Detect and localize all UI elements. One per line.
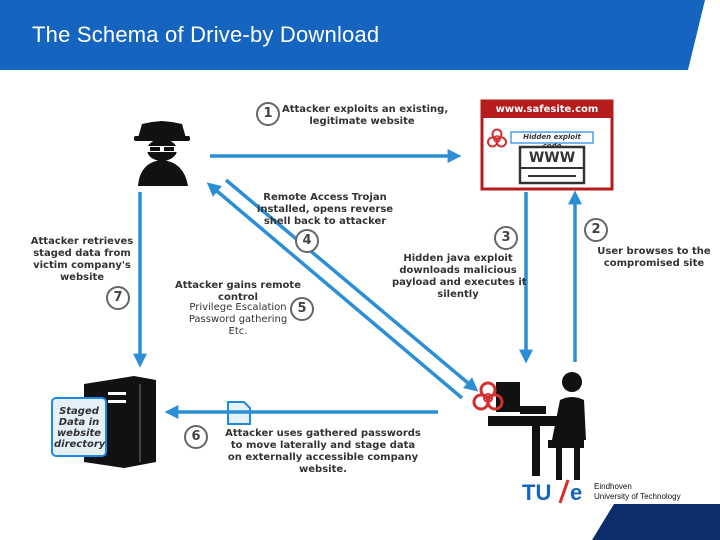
step-2-number: 2: [584, 218, 608, 242]
svg-text:e: e: [570, 480, 582, 505]
biohazard-icon: [487, 128, 507, 148]
step-1-number: 1: [256, 102, 280, 126]
step-1-text: Attacker exploits an existing, legitimat…: [282, 104, 449, 127]
logo-line-2: University of Technology: [594, 492, 681, 501]
www-text: WWW: [528, 150, 576, 166]
step-7-text: Attacker retrieves staged data from vict…: [30, 236, 134, 283]
step-6-text: Attacker uses gathered passwords to move…: [225, 428, 421, 475]
hidden-exploit-code-label: Hidden exploit code: [523, 133, 581, 150]
arrow-step4: [206, 182, 464, 400]
svg-text:TU: TU: [522, 480, 551, 505]
website-url: www.safesite.com: [495, 104, 599, 115]
step-3-text: Hidden java exploit downloads malicious …: [392, 253, 527, 300]
step-3-number: 3: [494, 226, 518, 250]
server-icon: [51, 376, 156, 468]
step-4-text: Remote Access Trojan installed, opens re…: [256, 192, 394, 227]
slide-title: The Schema of Drive-by Download: [32, 22, 380, 47]
step-7-number: 7: [106, 286, 130, 310]
step-2-text: User browses to the compromised site: [597, 246, 711, 269]
victim-user-icon: [488, 372, 586, 480]
step-4-number: 4: [295, 229, 319, 253]
attacker-icon: [134, 121, 190, 186]
arrow-step5: [224, 178, 479, 392]
logo-line-1: Eindhoven: [594, 482, 632, 491]
step-5-subtext: Privilege Escalation Password gathering …: [188, 302, 288, 337]
server-label: Staged Data in website directory: [54, 406, 106, 450]
step-6-number: 6: [184, 425, 208, 449]
step-5-text: Attacker gains remote control: [174, 280, 301, 303]
tue-logo: TU e: [522, 479, 720, 540]
step-5-number: 5: [290, 297, 314, 321]
title-banner: [0, 0, 705, 70]
biohazard-icon: [472, 381, 504, 411]
